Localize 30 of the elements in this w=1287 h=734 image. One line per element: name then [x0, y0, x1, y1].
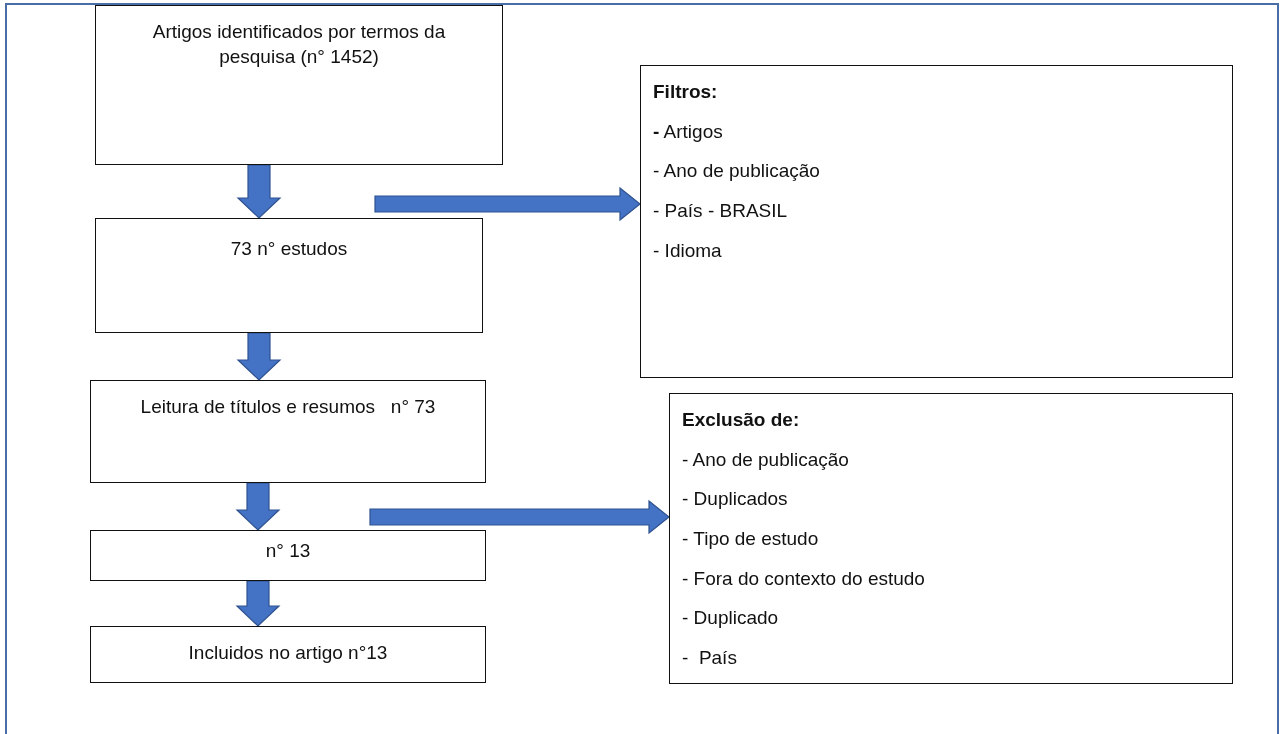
process-box [90, 530, 486, 581]
list-item: - País - BRASIL [653, 199, 788, 224]
list-item: - Ano de publicação [653, 159, 820, 184]
list-item: - Ano de publicação [682, 447, 849, 472]
process-box [95, 5, 503, 165]
block-arrow [236, 332, 282, 381]
block-arrow [374, 186, 641, 222]
list-item: - Idioma [653, 238, 722, 263]
block-arrow [235, 580, 281, 627]
block-arrow [235, 482, 281, 531]
block-arrow [369, 499, 670, 535]
criteria-box [640, 65, 1233, 378]
list-heading: Filtros: [653, 80, 718, 104]
process-box [90, 380, 486, 483]
box-text: Artigos identificados por termos da pesquisa (n° 1452) [151, 20, 447, 69]
list-item: - Artigos [653, 119, 723, 144]
list-item: - País [682, 646, 737, 671]
list-item: - Duplicado [682, 606, 779, 631]
box-text: 73 n° estudos [230, 237, 348, 261]
block-arrow [236, 164, 282, 219]
list-item: - Duplicados [682, 487, 788, 512]
process-box [90, 626, 486, 683]
box-text: Leitura de títulos e resumos n° 73 [140, 395, 436, 419]
box-text: n° 13 [265, 539, 311, 563]
list-item: - Fora do contexto do estudo [682, 566, 925, 591]
box-text: Incluidos no artigo n°13 [188, 641, 388, 665]
list-heading: Exclusão de: [682, 408, 800, 432]
criteria-box [669, 393, 1233, 684]
process-box [95, 218, 483, 333]
list-item: - Tipo de estudo [682, 527, 819, 552]
